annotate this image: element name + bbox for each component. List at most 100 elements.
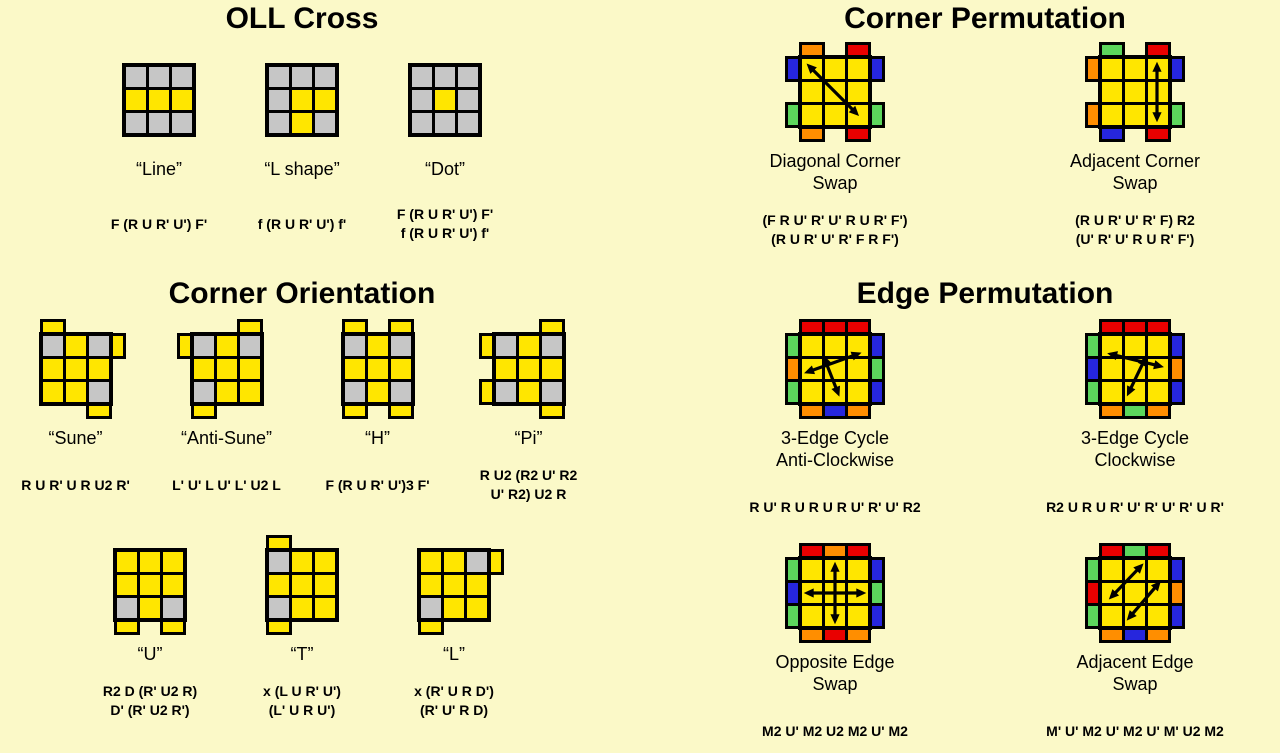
cube-cell bbox=[1148, 382, 1168, 402]
text-line: F (R U R' U')3 F' bbox=[325, 476, 430, 493]
cube-cell bbox=[390, 336, 411, 356]
cube-cell bbox=[458, 90, 478, 110]
cube-cell bbox=[444, 575, 464, 595]
cube-cell bbox=[848, 359, 868, 379]
section-title: OLL Cross bbox=[225, 2, 379, 35]
cube-cell bbox=[1125, 59, 1145, 79]
text-line: (R U R' U' R' F) R2 bbox=[1075, 212, 1195, 228]
cube-diagram bbox=[328, 319, 428, 419]
cube-cell bbox=[390, 359, 411, 379]
text-line: R2 U R U R' U' R' U' R' U R' bbox=[1046, 498, 1224, 515]
case-card: “H”F (R U R' U')3 F' bbox=[302, 319, 453, 507]
cube-cell bbox=[848, 82, 868, 102]
cube-cell bbox=[825, 359, 845, 379]
algorithm-text: L' U' L U' L' U2 L bbox=[172, 463, 281, 507]
cube-cell bbox=[42, 359, 63, 379]
cube-cell bbox=[802, 359, 822, 379]
cube-cell bbox=[1102, 82, 1122, 102]
cube-cell bbox=[825, 606, 845, 626]
cube-face bbox=[798, 55, 872, 129]
cube-cell bbox=[193, 336, 214, 356]
cube-cell bbox=[541, 336, 562, 356]
cube-cell bbox=[239, 382, 260, 402]
cube-cell bbox=[825, 560, 845, 580]
case-card: “L shape” f (R U R' U') f' bbox=[231, 50, 374, 244]
cube-face bbox=[38, 332, 113, 406]
cube-cell bbox=[239, 336, 260, 356]
cube-cell bbox=[292, 598, 312, 618]
algorithm-text: M' U' M2 U' M2 U' M' U2 M2 bbox=[1046, 709, 1224, 753]
cube-cell bbox=[216, 359, 237, 379]
cube-cell bbox=[344, 336, 365, 356]
text-line: Swap bbox=[1112, 173, 1158, 193]
cube-cell bbox=[344, 359, 365, 379]
case-label: “Sune” bbox=[48, 427, 102, 449]
case-card: “U”R2 D (R' U2 R)D' (R' U2 R') bbox=[74, 535, 226, 723]
cube-cell bbox=[292, 90, 312, 110]
cube-cell bbox=[367, 382, 388, 402]
cube-cell bbox=[140, 575, 160, 595]
cube-cell bbox=[1125, 82, 1145, 102]
text-line: Anti-Clockwise bbox=[775, 450, 895, 470]
cube-cell bbox=[848, 105, 868, 125]
cube-cell bbox=[412, 67, 432, 87]
case-card: “L”x (R' U R D')(R' U' R D) bbox=[378, 535, 530, 723]
cube-cell bbox=[269, 90, 289, 110]
cube-cell bbox=[65, 336, 86, 356]
cube-cell bbox=[848, 583, 868, 603]
cube-cell bbox=[435, 67, 455, 87]
cube-cell bbox=[1102, 583, 1122, 603]
text-line: “Pi” bbox=[514, 428, 543, 448]
text-line: f (R U R' U') f' bbox=[257, 215, 347, 232]
cube-cell bbox=[163, 575, 183, 595]
cube-cell bbox=[802, 336, 822, 356]
cube-face bbox=[1098, 556, 1172, 630]
text-line: “Line” bbox=[135, 159, 183, 179]
cube-face bbox=[265, 548, 339, 622]
cube-face bbox=[1098, 55, 1172, 129]
cube-cell bbox=[1102, 359, 1122, 379]
cube-cell bbox=[193, 382, 214, 402]
cube-cell bbox=[315, 90, 335, 110]
cube-cell bbox=[495, 359, 516, 379]
cube-cell bbox=[435, 90, 455, 110]
cube-cell bbox=[802, 82, 822, 102]
text-line: (R' U' R D) bbox=[419, 702, 489, 718]
text-line: (U' R' U' R U R' F') bbox=[1075, 231, 1195, 247]
cube-cell bbox=[802, 105, 822, 125]
cube-cell bbox=[848, 382, 868, 402]
cube-cell bbox=[1125, 336, 1145, 356]
algorithm-text: f (R U R' U') f' bbox=[258, 204, 347, 244]
cube-face bbox=[122, 63, 196, 137]
cube-diagram bbox=[478, 319, 579, 419]
cube-face bbox=[798, 332, 872, 406]
cube-cell bbox=[216, 336, 237, 356]
cube-cell bbox=[825, 105, 845, 125]
cube-cell bbox=[126, 67, 146, 87]
text-line: M2 U' M2 U2 M2 U' M2 bbox=[762, 722, 908, 739]
cube-cell bbox=[412, 90, 432, 110]
case-row: “U”R2 D (R' U2 R)D' (R' U2 R') “T” x (L U … bbox=[0, 535, 604, 723]
text-line: R U R' U R U2 R' bbox=[21, 476, 130, 493]
text-line: x (L U R' U') bbox=[263, 683, 341, 699]
text-line: “L shape” bbox=[264, 159, 340, 179]
cube-cell bbox=[269, 552, 289, 572]
cube-diagram bbox=[176, 319, 277, 419]
cube-cell bbox=[541, 359, 562, 379]
cube-cell bbox=[825, 382, 845, 402]
cube-cell bbox=[163, 598, 183, 618]
cube-cell bbox=[269, 598, 289, 618]
cube-cell bbox=[421, 575, 441, 595]
cube-cell bbox=[802, 560, 822, 580]
text-line: “T” bbox=[290, 644, 314, 664]
cube-cell bbox=[269, 575, 289, 595]
